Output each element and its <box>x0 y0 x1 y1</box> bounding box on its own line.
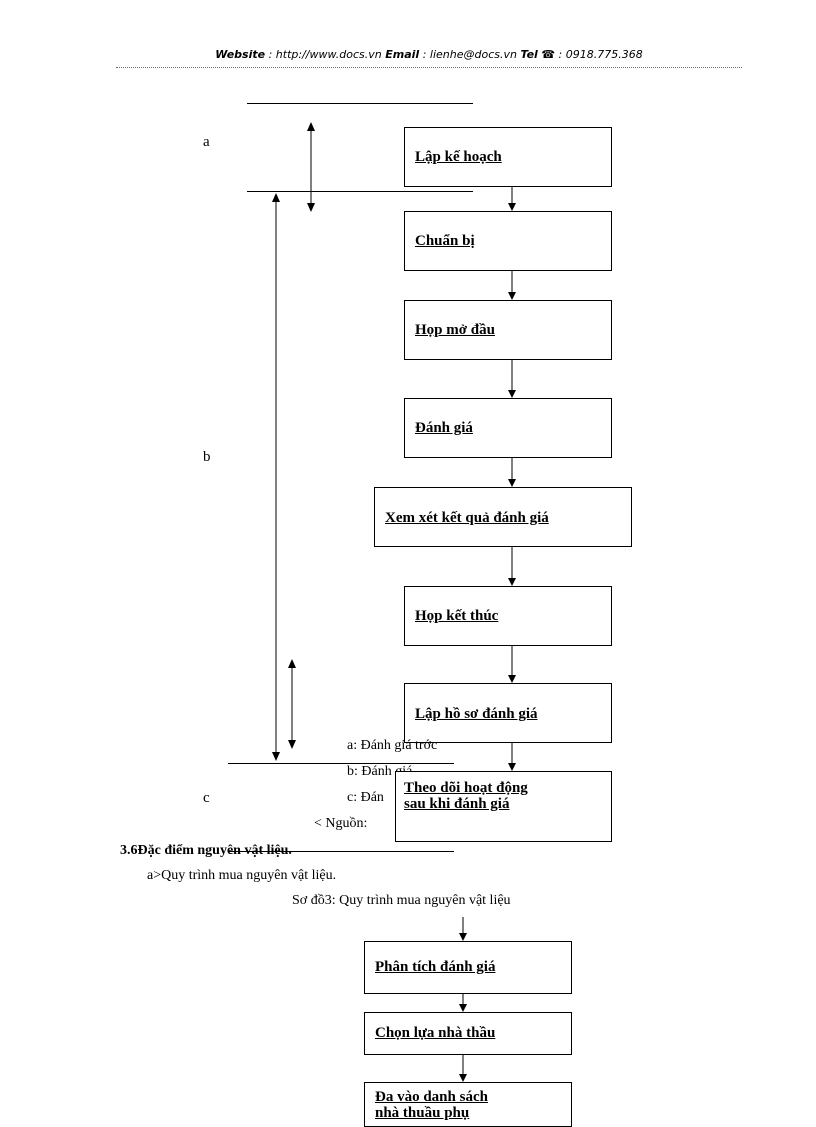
step-label-review-results: Xem xét kết quả đánh giá <box>385 510 549 526</box>
step-box-evaluate: Đánh giá <box>404 398 612 458</box>
legend-c: c: Đán <box>347 790 384 805</box>
header-rule <box>116 67 742 68</box>
phase-a-arrowhead-up <box>307 122 315 131</box>
purchase-arrowhead-0 <box>459 933 467 941</box>
flow-arrowhead-5 <box>508 578 516 586</box>
step-label-follow-up-line1: Theo dõi hoạt động <box>404 780 528 796</box>
flow-arrowhead-6 <box>508 675 516 683</box>
step-box-opening-meeting: Họp mở đầu <box>404 300 612 360</box>
purchase-step-analysis: Phân tích đánh giá <box>364 941 572 994</box>
website-label: Website <box>215 48 266 61</box>
step-label-follow-up-line2: sau khi đánh giá <box>404 796 510 812</box>
purchase-step-subcontractor-list-line2: nhà thuầu phụ <box>375 1105 470 1121</box>
step-box-follow-up: Theo dõi hoạt động sau khi đánh giá <box>395 771 612 842</box>
step-label-evaluation-record: Lập hồ sơ đánh giá <box>415 706 538 722</box>
phase-a-arrowhead-down <box>307 203 315 212</box>
step-box-plan: Lập kế hoạch <box>404 127 612 187</box>
purchase-step-analysis-label: Phân tích đánh giá <box>375 959 496 975</box>
flow-arrowhead-2 <box>508 292 516 300</box>
phase-label-c: c <box>203 790 210 806</box>
phase-b-arrowhead-down <box>272 752 280 761</box>
step-label-closing-meeting: Họp kết thúc <box>415 608 499 624</box>
flow-arrowhead-7 <box>508 763 516 771</box>
step-label-evaluate: Đánh giá <box>415 420 473 436</box>
section-title: 3.6Đặc điểm nguyên vật liệu. <box>120 843 292 858</box>
flow-arrowhead-4 <box>508 479 516 487</box>
top-rule <box>247 103 473 104</box>
purchase-step-subcontractor-list-line1: Đa vào danh sách <box>375 1089 488 1105</box>
step-box-closing-meeting: Họp kết thúc <box>404 586 612 646</box>
phase-divider-bc <box>228 763 454 764</box>
tel-label: Tel <box>520 48 538 61</box>
diagram-caption: Sơ đồ3: Quy trình mua nguyên vật liệu <box>292 893 511 908</box>
step-label-prepare: Chuẩn bị <box>415 233 475 249</box>
phase-b-arrowhead-up <box>272 193 280 202</box>
step-label-opening-meeting: Họp mở đầu <box>415 322 495 338</box>
step-box-review-results: Xem xét kết quả đánh giá <box>374 487 632 547</box>
phase-divider-ab <box>247 191 473 192</box>
flow-arrowhead-3 <box>508 390 516 398</box>
email-label: Email <box>385 48 420 61</box>
purchase-step-select-contractor-label: Chọn lựa nhà thầu <box>375 1025 496 1041</box>
purchase-arrowhead-2 <box>459 1074 467 1082</box>
legend-a: a: Đánh giá trớc <box>347 738 438 753</box>
section-subtitle: a>Quy trình mua nguyên vật liệu. <box>147 868 337 883</box>
phase-c-arrowhead-up <box>288 659 296 668</box>
phase-label-b: b <box>203 449 211 465</box>
purchase-step-subcontractor-list: Đa vào danh sách nhà thuầu phụ <box>364 1082 572 1127</box>
purchase-step-select-contractor: Chọn lựa nhà thầu <box>364 1012 572 1055</box>
step-box-evaluation-record: Lập hồ sơ đánh giá <box>404 683 612 743</box>
phase-c-arrowhead-down <box>288 740 296 749</box>
step-box-prepare: Chuẩn bị <box>404 211 612 271</box>
source-note: < Nguồn: <box>314 816 368 831</box>
purchase-arrowhead-1 <box>459 1004 467 1012</box>
flow-arrowhead-1 <box>508 203 516 211</box>
page-header: Website : http://www.docs.vn Email : lie… <box>116 48 742 61</box>
phase-label-a: a <box>203 134 210 150</box>
tel-value: : 0918.775.368 <box>555 48 643 61</box>
phone-icon: ☎ <box>541 48 556 61</box>
website-value: : http://www.docs.vn <box>265 48 386 61</box>
step-label-plan: Lập kế hoạch <box>415 149 502 165</box>
email-value: : lienhe@docs.vn <box>419 48 521 61</box>
bottom-rule <box>228 851 454 852</box>
